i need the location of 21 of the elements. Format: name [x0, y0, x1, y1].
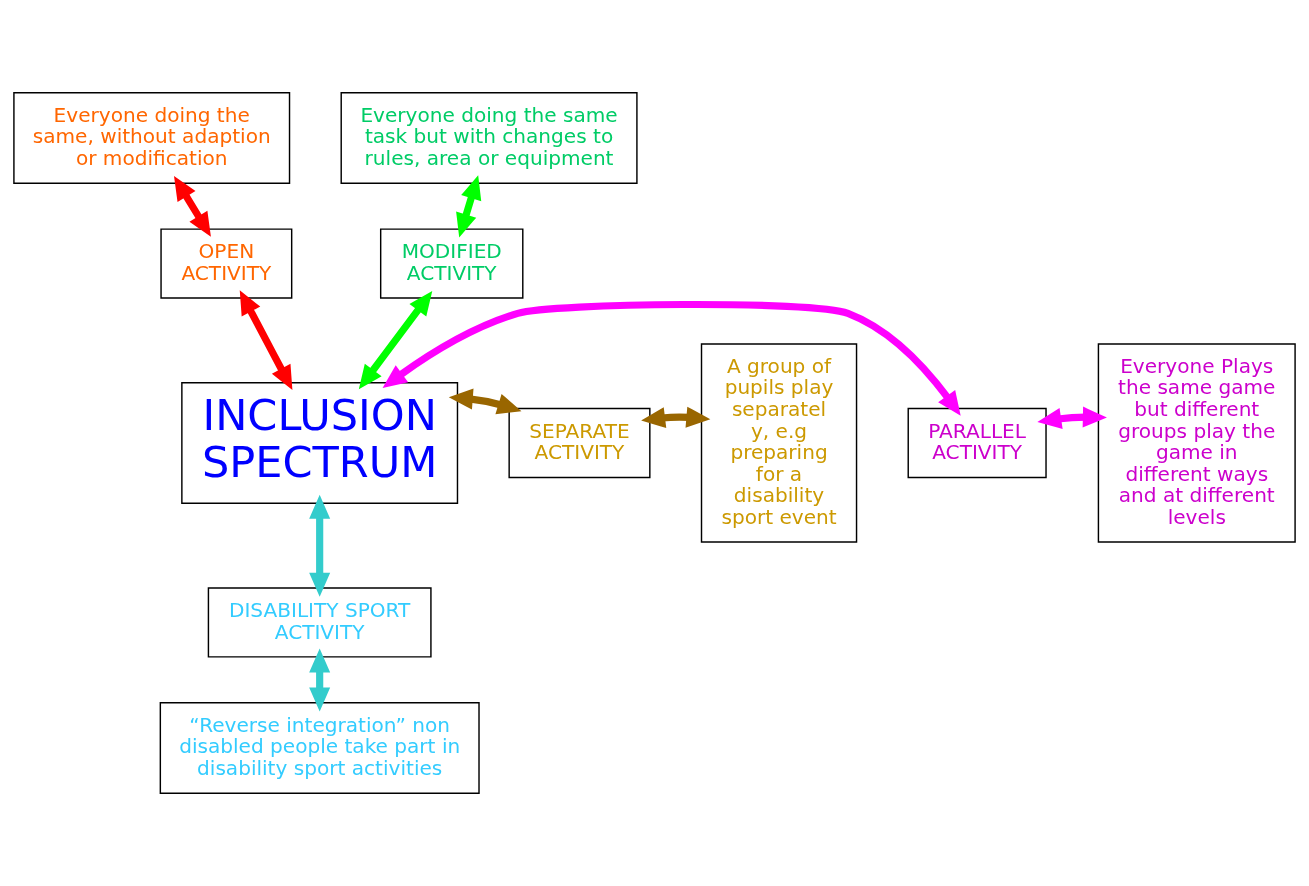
node-box: “Reverse integration” non disabled people take part in disability sport activities — [159, 702, 480, 794]
node-box: A group of pupils play separatel y, e.g preparing for a disability sport event — [700, 343, 858, 543]
node-box: INCLUSION SPECTRUM — [181, 382, 459, 504]
node-box: DISABILITY SPORT ACTIVITY — [207, 587, 432, 658]
node-box: Everyone doing the same task but with changes to rules, area or equipment — [340, 92, 638, 184]
arrow — [239, 290, 293, 390]
node-box: OPEN ACTIVITY — [160, 228, 293, 299]
arrow — [1037, 406, 1107, 429]
arrow — [309, 494, 331, 597]
node-box: SEPARATE ACTIVITY — [508, 407, 651, 479]
node-box: PARALLEL ACTIVITY — [907, 407, 1047, 479]
node-box: Everyone Plays the same game but different groups play the game in different ways and at different levels — [1097, 343, 1296, 543]
arrow — [456, 175, 482, 238]
arrow — [174, 176, 211, 237]
node-box: MODIFIED ACTIVITY — [379, 228, 524, 299]
arrow — [358, 291, 433, 390]
arrow — [448, 388, 522, 415]
arrow — [641, 406, 711, 428]
arrow — [382, 300, 961, 416]
arrow — [309, 648, 331, 712]
node-box: Everyone doing the same, without adaption or modification — [13, 92, 291, 184]
